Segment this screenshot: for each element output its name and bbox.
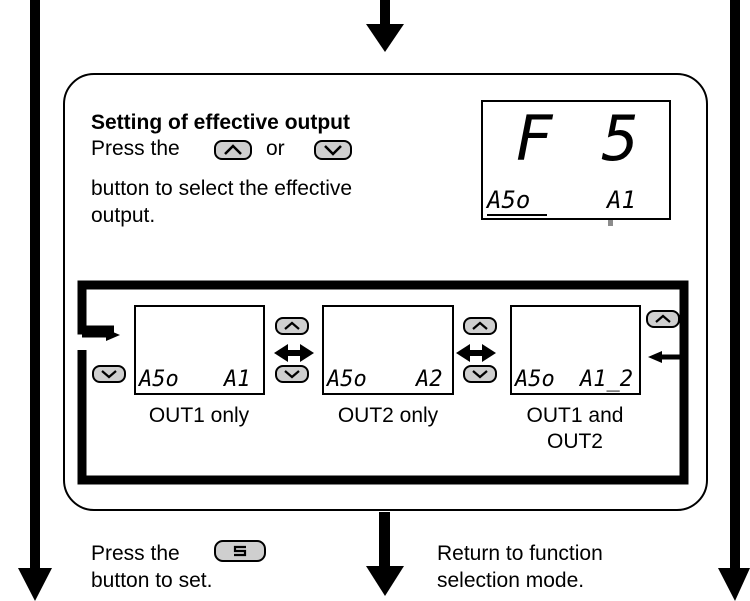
loop-entry-arrowhead — [106, 329, 120, 341]
down-button-icon — [275, 365, 309, 383]
left-flow-arrow-shaft — [30, 0, 40, 570]
loop-return-arrowhead — [648, 351, 662, 363]
cycle-loop-top — [77, 280, 689, 350]
option-display-value: A1_2 — [580, 367, 633, 392]
option-display-param: A5o — [327, 367, 367, 392]
right-flow-arrowhead — [718, 568, 750, 601]
cycle-loop-bottom — [77, 350, 689, 485]
instruction-press-the: Press the — [91, 137, 180, 160]
bottom-return-line1: Return to function — [437, 542, 603, 565]
main-display-top-text: F 5 — [515, 102, 645, 175]
option-display-value: A2 — [416, 367, 443, 392]
option-caption-out2: OUT2 only — [337, 404, 439, 427]
option-display-value: A1 — [224, 367, 251, 392]
top-arrow-shaft — [380, 0, 390, 26]
down-button-icon — [463, 365, 497, 383]
main-display: F 5 A5o A1 — [481, 100, 671, 220]
option-display-param: A5o — [515, 367, 555, 392]
instruction-or: or — [266, 137, 285, 160]
instruction-line2: button to select the effective — [91, 177, 353, 200]
up-button-icon — [646, 310, 680, 328]
bottom-press-the: Press the — [91, 542, 180, 565]
down-button-icon — [314, 140, 352, 160]
option-display-out2: A5o A2 — [322, 305, 454, 395]
down-button-icon — [92, 365, 126, 383]
bottom-arrow-shaft — [379, 512, 390, 568]
up-button-icon — [463, 317, 497, 335]
main-display-value: A1 — [607, 186, 636, 214]
option-caption-out1-out2-line2: OUT2 — [546, 430, 603, 453]
up-button-icon — [214, 140, 252, 160]
bottom-return-line2: selection mode. — [437, 569, 585, 592]
setting-panel-border — [63, 73, 708, 511]
top-arrowhead — [366, 24, 404, 52]
option-display-out1-out2: A5o A1_2 — [510, 305, 641, 395]
left-flow-arrowhead — [18, 568, 52, 601]
option-caption-out1: OUT1 only — [148, 404, 250, 427]
main-display-underline — [487, 214, 547, 216]
option-caption-out1-out2: OUT1 and — [526, 404, 624, 427]
bottom-arrowhead — [366, 566, 404, 596]
double-arrow-1 — [274, 344, 314, 362]
bottom-press-line2: button to set. — [91, 569, 213, 592]
double-arrow-2 — [456, 344, 496, 362]
up-button-icon — [275, 317, 309, 335]
set-button-icon — [214, 540, 266, 562]
option-display-out1: A5o A1 — [134, 305, 265, 395]
panel-title: Setting of effective output — [91, 111, 350, 134]
main-display-param: A5o — [487, 186, 531, 214]
option-display-param: A5o — [139, 367, 179, 392]
right-flow-arrow-shaft — [730, 0, 740, 570]
instruction-line3: output. — [91, 204, 156, 227]
